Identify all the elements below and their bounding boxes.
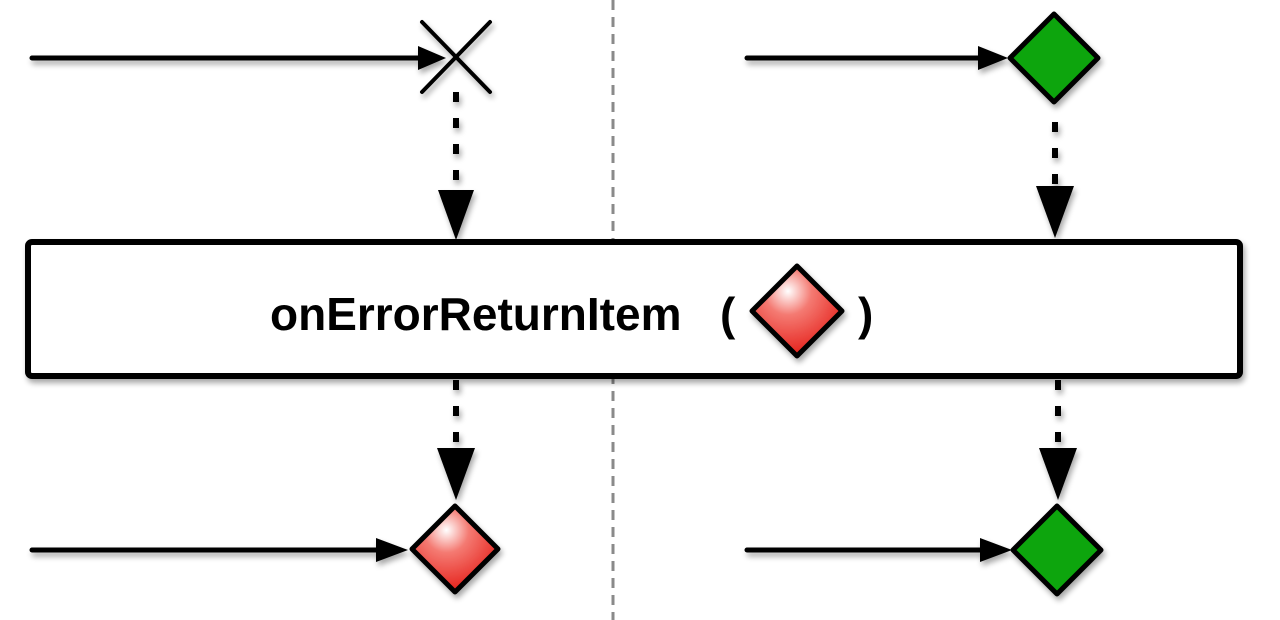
argument-red-diamond-icon [749, 263, 845, 359]
left-input-arrow [438, 92, 474, 240]
left-output-arrow [437, 380, 475, 500]
right-source-timeline [744, 46, 1008, 70]
error-cross-icon [420, 20, 492, 94]
operator-close-paren: ) [858, 288, 873, 340]
left-source-timeline [29, 46, 446, 70]
red-diamond-icon [409, 503, 501, 595]
operator-name: onErrorReturnItem [270, 288, 681, 340]
right-output-arrow [1039, 380, 1077, 500]
right-input-arrow [1036, 122, 1074, 238]
left-panel [29, 20, 501, 595]
operator-box: onErrorReturnItem ( ) [25, 239, 1243, 379]
left-result-timeline [29, 538, 408, 562]
green-diamond-icon [1007, 11, 1101, 105]
right-panel [744, 11, 1104, 597]
operator-open-paren: ( [720, 288, 736, 340]
right-result-timeline [744, 538, 1012, 562]
green-diamond-result-icon [1010, 503, 1104, 597]
